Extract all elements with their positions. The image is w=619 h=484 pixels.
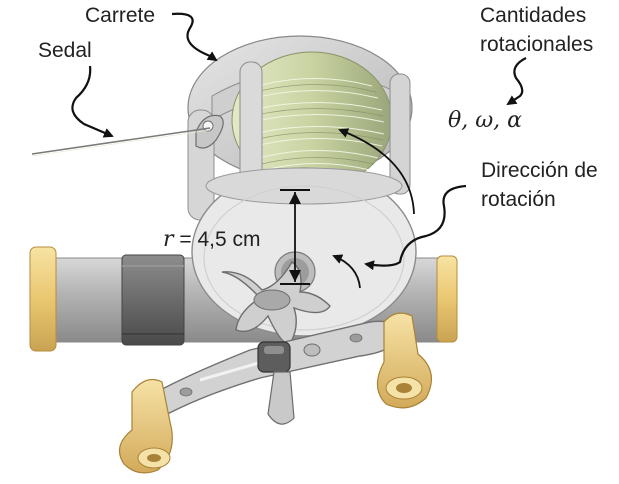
rod-sleeve [121,254,185,346]
label-rotational-quantities-line2: rotacionales [480,33,594,56]
rotation-arrow-plate [332,254,361,289]
leader-line-rotational [506,57,527,106]
label-rotational-quantities-line1: Cantidades [480,4,587,27]
rotation-arrow-spool [338,128,415,215]
fishing-line [31,127,211,157]
radius-indicator [280,189,310,285]
leader-line-line [71,65,114,138]
label-fishing-line: Sedal [38,39,92,62]
handle-knob-right [376,312,433,409]
left-cork-grip [29,246,57,352]
right-cork-grip [436,255,458,343]
front-side-plate [191,167,417,337]
radius-symbol: r [163,227,174,252]
label-rotation-direction-line1: Dirección de [481,159,598,182]
label-rotation-direction-line2: rotación [481,188,556,211]
leader-line-reel [171,12,218,62]
radius-value: = 4,5 cm [173,228,261,251]
label-reel: Carrete [85,4,156,27]
label-rotational-symbols: θ, ω, α [448,108,523,133]
label-radius: r = 4,5 cm [163,227,260,252]
handle-knob-left [118,379,173,474]
star-drag [221,261,331,345]
leader-line-direction [364,184,467,271]
